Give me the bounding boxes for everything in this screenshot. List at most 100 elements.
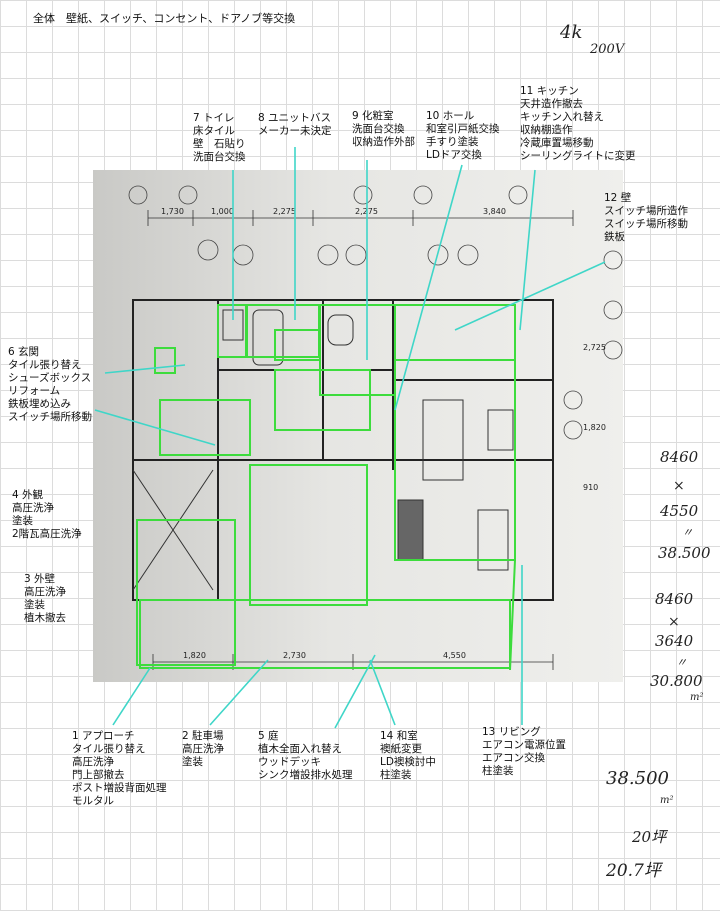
callout-item: 植木撤去 bbox=[24, 612, 66, 624]
callout-title: 9 化粧室 bbox=[352, 110, 394, 122]
callout-item: 高圧洗浄 bbox=[182, 743, 224, 755]
callout-title: 13 リビング bbox=[482, 726, 541, 738]
callout-title: 3 外壁 bbox=[24, 573, 56, 585]
callout-item: モルタル bbox=[72, 795, 114, 807]
callout-title: 5 庭 bbox=[258, 730, 279, 742]
callout-approach: 1 アプローチタイル張り替え高圧洗浄門上部撤去ポスト増設背面処理モルタル bbox=[72, 730, 167, 808]
callout-wall: 12 壁スイッチ場所造作スイッチ場所移動鉄板 bbox=[604, 192, 688, 244]
calc-b: 4550 bbox=[660, 502, 699, 520]
dim-right-1: 2,725 bbox=[583, 343, 606, 352]
callout-item: ウッドデッキ bbox=[258, 756, 321, 768]
callout-item: 和室引戸紙交換 bbox=[426, 123, 500, 135]
callout-item: 高圧洗浄 bbox=[24, 586, 66, 598]
callout-unit-bath: 8 ユニットバスメーカー未決定 bbox=[258, 112, 332, 138]
callout-title: 8 ユニットバス bbox=[258, 112, 332, 124]
callout-item: 植木全面入れ替え bbox=[258, 743, 342, 755]
callout-title: 4 外観 bbox=[12, 489, 44, 501]
calc-eq1: 〃 bbox=[682, 526, 693, 539]
callout-item: LD襖検討中 bbox=[380, 756, 436, 768]
callout-item: シューズボックス bbox=[8, 372, 92, 384]
callout-title: 7 トイレ bbox=[193, 112, 235, 124]
callout-title: 14 和室 bbox=[380, 730, 418, 742]
calc-unit2: m² bbox=[660, 795, 674, 806]
callout-item: 2階瓦高圧洗浄 bbox=[12, 528, 82, 540]
callout-item: リフォーム bbox=[8, 385, 61, 397]
callout-item: LDドア交換 bbox=[426, 149, 482, 161]
callout-title: 12 壁 bbox=[604, 192, 632, 204]
callout-title: 1 アプローチ bbox=[72, 730, 135, 742]
callout-powder-room: 9 化粧室洗面台交換収納造作外部 bbox=[352, 110, 415, 149]
callout-exterior-wall: 3 外壁高圧洗浄塗装植木撤去 bbox=[24, 573, 66, 625]
callout-item: 高圧洗浄 bbox=[12, 502, 54, 514]
calc-total: 38.500 bbox=[606, 768, 669, 789]
dim-top-1: 1,730 bbox=[161, 207, 184, 216]
dim-top-2: 1,000 bbox=[211, 207, 234, 216]
callout-item: 冷蔵庫置場移動 bbox=[520, 137, 594, 149]
callout-title: 6 玄関 bbox=[8, 346, 40, 358]
callout-item: スイッチ場所移動 bbox=[604, 218, 688, 230]
callout-item: 襖紙変更 bbox=[380, 743, 422, 755]
callout-item: 壁 石貼り bbox=[193, 138, 246, 150]
calc-tsubo2: 20.7坪 bbox=[606, 861, 661, 881]
callout-item: キッチン入れ替え bbox=[520, 111, 604, 123]
callout-item: 収納棚造作 bbox=[520, 124, 573, 136]
callout-item: 塗装 bbox=[24, 599, 45, 611]
dim-bottom-2: 2,730 bbox=[283, 651, 306, 660]
callout-item: スイッチ場所移動 bbox=[8, 411, 92, 423]
calc-a: 8460 bbox=[660, 448, 699, 466]
callout-item: 柱塗装 bbox=[482, 765, 514, 777]
callout-item: 手すり塗装 bbox=[426, 136, 479, 148]
floor-plan: 1,730 1,000 2,275 2,275 3,840 1,820 2,73… bbox=[93, 170, 623, 682]
callout-parking: 2 駐車場高圧洗浄塗装 bbox=[182, 730, 224, 769]
calc-r2: 30.800 bbox=[650, 672, 703, 690]
callout-item: メーカー未決定 bbox=[258, 125, 332, 137]
calc-c: 8460 bbox=[655, 590, 694, 608]
calc-times1: × bbox=[673, 478, 685, 494]
header-title: 全体 壁紙、スイッチ、コンセント、ドアノブ等交換 bbox=[33, 12, 296, 25]
callout-item: シーリングライトに変更 bbox=[520, 150, 636, 162]
calc-tsubo1: 20坪 bbox=[632, 828, 667, 846]
callout-item: 鉄板埋め込み bbox=[8, 398, 71, 410]
callout-entrance: 6 玄関タイル張り替えシューズボックスリフォーム鉄板埋め込みスイッチ場所移動 bbox=[8, 346, 92, 424]
callout-kitchen: 11 キッチン天井造作撤去キッチン入れ替え収納棚造作冷蔵庫置場移動シーリングライ… bbox=[520, 85, 636, 163]
note-voltage: 200V bbox=[590, 42, 625, 57]
callout-item: タイル張り替え bbox=[72, 743, 146, 755]
callout-item: 高圧洗浄 bbox=[72, 756, 114, 768]
dim-top-3: 2,275 bbox=[273, 207, 296, 216]
dim-bottom-1: 1,820 bbox=[183, 651, 206, 660]
callout-item: 収納造作外部 bbox=[352, 136, 415, 148]
callout-item: 柱塗装 bbox=[380, 769, 412, 781]
callout-garden: 5 庭植木全面入れ替えウッドデッキシンク増設排水処理 bbox=[258, 730, 353, 782]
callout-item: シンク増設排水処理 bbox=[258, 769, 353, 781]
callout-item: タイル張り替え bbox=[8, 359, 82, 371]
calc-eq2: 〃 bbox=[676, 656, 687, 669]
dim-bottom-3: 4,550 bbox=[443, 651, 466, 660]
callout-living: 13 リビングエアコン電源位置エアコン交換柱塗装 bbox=[482, 726, 566, 778]
calc-d: 3640 bbox=[655, 632, 694, 650]
calc-unit1: m² bbox=[690, 692, 704, 703]
callout-title: 10 ホール bbox=[426, 110, 475, 122]
callout-item: 洗面台交換 bbox=[193, 151, 246, 163]
callout-item: 天井造作撤去 bbox=[520, 98, 583, 110]
callout-item: スイッチ場所造作 bbox=[604, 205, 688, 217]
callout-item: ポスト増設背面処理 bbox=[72, 782, 167, 794]
calc-times2: × bbox=[668, 614, 680, 630]
floor-plan-drawing: 1,730 1,000 2,275 2,275 3,840 1,820 2,73… bbox=[93, 170, 623, 682]
note-power: 4k bbox=[560, 22, 583, 43]
callout-item: エアコン電源位置 bbox=[482, 739, 566, 751]
callout-item: 塗装 bbox=[182, 756, 203, 768]
callout-item: 床タイル bbox=[193, 125, 235, 137]
callout-title: 11 キッチン bbox=[520, 85, 579, 97]
callout-item: 鉄板 bbox=[604, 231, 625, 243]
callout-item: 塗装 bbox=[12, 515, 33, 527]
callout-toilet: 7 トイレ床タイル壁 石貼り洗面台交換 bbox=[193, 112, 246, 164]
dim-right-3: 910 bbox=[583, 483, 598, 492]
dim-right-2: 1,820 bbox=[583, 423, 606, 432]
dim-top-5: 3,840 bbox=[483, 207, 506, 216]
callout-item: 洗面台交換 bbox=[352, 123, 405, 135]
calc-r1: 38.500 bbox=[658, 544, 711, 562]
